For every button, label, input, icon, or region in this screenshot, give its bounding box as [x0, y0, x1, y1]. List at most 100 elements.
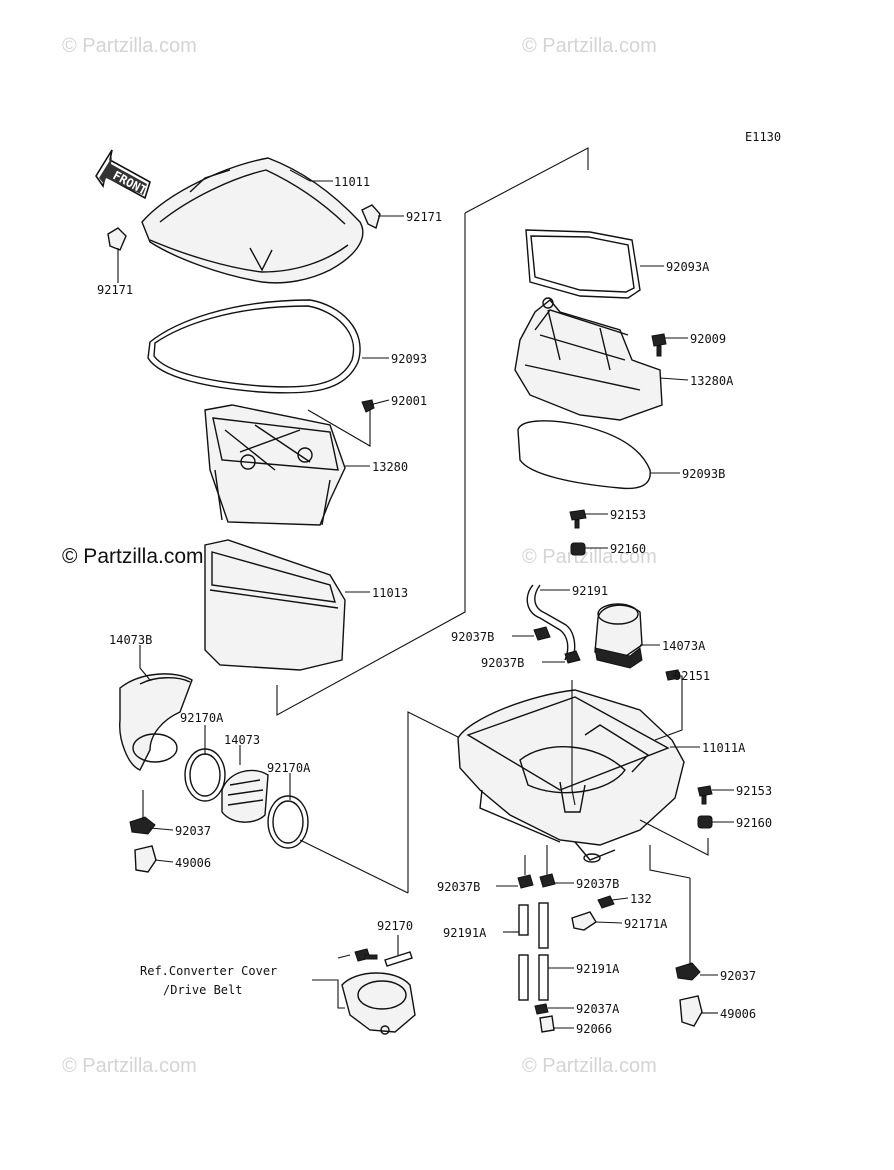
callout-13280: 13280: [372, 460, 408, 474]
callout-14073: 14073: [224, 733, 260, 747]
callout-11013: 11013: [372, 586, 408, 600]
tube-92191A-a: [518, 904, 529, 936]
hose-92191: [526, 584, 569, 661]
drain-49006-right: [679, 995, 703, 1027]
callout-92191A-left: 92191A: [443, 926, 487, 940]
callout-92151: 92151: [674, 669, 710, 683]
callout-92171-left: 92171: [97, 283, 133, 297]
clamp-92037B-c: [517, 874, 534, 889]
callout-92037B-c: 92037B: [437, 880, 480, 894]
grommet-92160-upper: [570, 542, 586, 556]
callout-11011A: 11011A: [702, 741, 746, 755]
grommet-92160-lower: [697, 815, 713, 829]
clamp-92037A: [534, 1003, 549, 1015]
clamp-92170A-left: [184, 748, 226, 802]
bolt-92153-upper-shank: [574, 519, 580, 529]
callout-92171A: 92171A: [624, 917, 668, 931]
bolt-92153-lower-shank: [701, 795, 707, 805]
callout-92066: 92066: [576, 1022, 612, 1036]
assembly-frame: [276, 147, 589, 894]
callout-92153-lower: 92153: [736, 784, 772, 798]
callout-92191A-right: 92191A: [576, 962, 620, 976]
intake-duct-14073A: [594, 603, 643, 669]
callout-14073A: 14073A: [662, 639, 706, 653]
clamp-92037B-d: [539, 873, 556, 888]
callout-92170A-left: 92170A: [180, 711, 224, 725]
callout-92160-lower: 92160: [736, 816, 772, 830]
callout-92160-upper: 92160: [610, 542, 646, 556]
tube-92191A-d: [538, 954, 549, 1001]
callout-92037-left: 92037: [175, 824, 211, 838]
callout-11011: 11011: [334, 175, 370, 189]
element-holder-13280: [204, 404, 346, 526]
bolt-92009-shank: [656, 345, 662, 357]
clamp-92170: [384, 951, 413, 967]
callout-49006-left: 49006: [175, 856, 211, 870]
front-arrow-icon: FRONT: [95, 149, 151, 200]
callout-92171-right: 92171: [406, 210, 442, 224]
air-cleaner-cover-11011: [141, 157, 364, 284]
callout-labels: 11011 92171 92171 92093 92001 13280 1101…: [97, 175, 772, 1036]
callout-92037B-d: 92037B: [576, 877, 619, 891]
callout-92153-upper: 92153: [610, 508, 646, 522]
gasket-92093A: [525, 229, 641, 299]
bolt-92153-upper: [569, 509, 587, 521]
callout-14073B: 14073B: [109, 633, 152, 647]
clip-92171-right: [361, 204, 381, 230]
watermark: © Partzilla.com: [62, 35, 197, 57]
tube-92191A-c: [518, 954, 529, 1001]
callout-92093: 92093: [391, 352, 427, 366]
watermark: © Partzilla.com: [522, 1055, 657, 1077]
intake-duct-14073B: [119, 673, 193, 771]
callout-92009: 92009: [690, 332, 726, 346]
callout-132: 132: [630, 892, 652, 906]
bolt-92153-lower: [697, 785, 713, 797]
reference-note-line1: Ref.Converter Cover: [140, 964, 277, 978]
watermark: © Partzilla.com: [62, 1055, 197, 1077]
bolt-92151: [665, 669, 681, 681]
watermark: © Partzilla.com: [522, 546, 657, 568]
gasket-92093B: [517, 420, 651, 490]
air-cleaner-case-11011A: [457, 689, 685, 863]
callout-92037B-a: 92037B: [451, 630, 494, 644]
bracket-92171A: [571, 911, 597, 931]
drain-49006-left: [134, 845, 157, 873]
callout-92170A-right: 92170A: [267, 761, 311, 775]
callout-92001: 92001: [391, 394, 427, 408]
bolt-92009: [651, 333, 667, 347]
gasket-92093-inner: [153, 305, 355, 388]
reference-note-line2: /Drive Belt: [163, 983, 242, 997]
gasket-92093: [147, 299, 361, 394]
joint-14073: [221, 769, 269, 823]
watermark: © Partzilla.com: [522, 35, 657, 57]
diagram-code: E1130: [745, 130, 781, 144]
callout-92037A: 92037A: [576, 1002, 620, 1016]
clamp-92037B-a: [533, 626, 551, 641]
plug-92066: [539, 1015, 555, 1033]
callout-49006-right: 49006: [720, 1007, 756, 1021]
tube-92191A-b: [538, 902, 549, 949]
air-element-11013: [204, 539, 346, 671]
leader-lines: [117, 169, 734, 1029]
clamp-92170A-right-inner: [272, 800, 304, 844]
callout-13280A: 13280A: [690, 374, 734, 388]
clamp-92170A-right: [267, 795, 309, 849]
screw-92001: [361, 399, 375, 413]
callout-92191: 92191: [572, 584, 608, 598]
bolt-132: [597, 895, 615, 909]
converter-cover-ref: [341, 972, 416, 1035]
clip-92171-left: [107, 227, 127, 251]
watermark: © Partzilla.com: [62, 545, 204, 568]
callout-92037B-b: 92037B: [481, 656, 524, 670]
clamp-92170A-left-inner: [189, 753, 221, 797]
bolt-converter-cover-shank: [364, 954, 378, 960]
callout-92170: 92170: [377, 919, 413, 933]
element-holder-13280A: [514, 297, 663, 421]
callout-92037-right: 92037: [720, 969, 756, 983]
callout-92093B: 92093B: [682, 467, 725, 481]
clamp-92037B-b: [564, 650, 581, 664]
hose-92191-inner: [534, 584, 576, 661]
gasket-92093A-inner: [530, 235, 635, 293]
